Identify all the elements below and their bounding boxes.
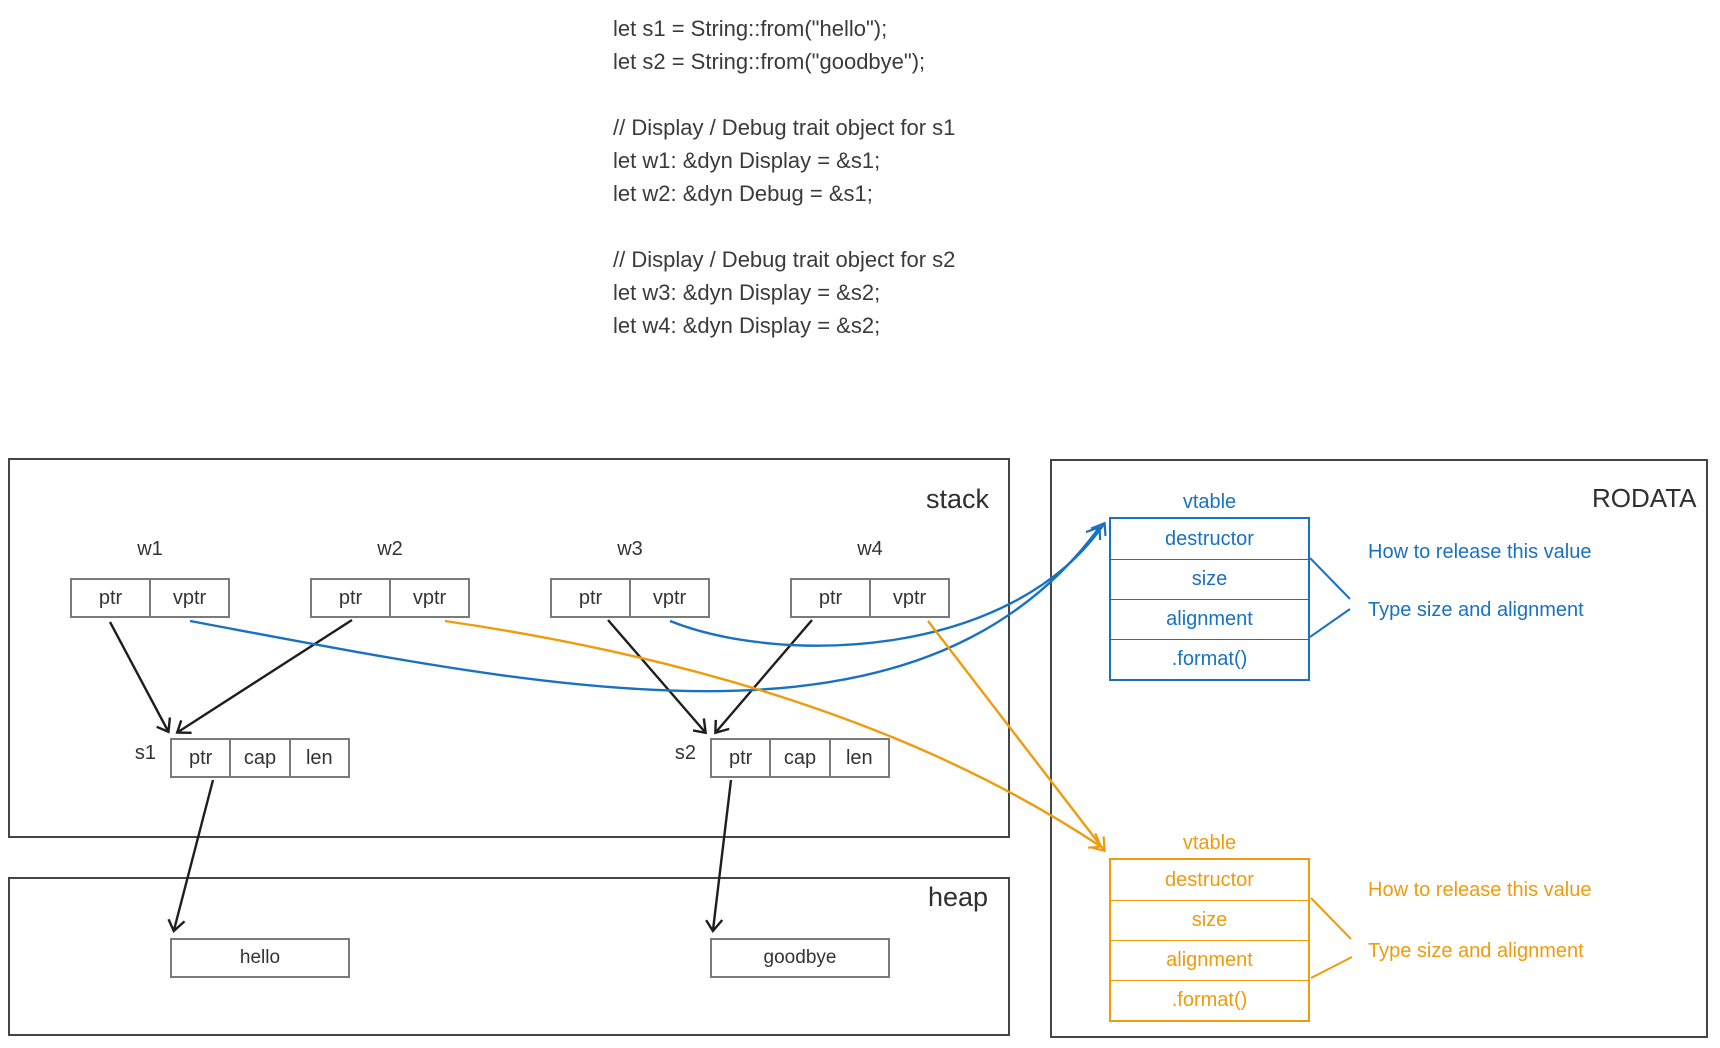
s1-string-header: ptr cap len xyxy=(170,738,350,778)
s1-ptr-cell: ptr xyxy=(188,746,213,769)
s1-len-cell: len xyxy=(288,740,348,776)
s2-len-cell: len xyxy=(828,740,888,776)
code-line: let s1 = String::from("hello"); xyxy=(613,16,888,41)
w4-vptr-cell: vptr xyxy=(869,580,948,616)
stack-label: stack xyxy=(926,484,990,514)
heap-label: heap xyxy=(928,882,989,912)
code-line: let w2: &dyn Debug = &s1; xyxy=(613,181,873,206)
vtable-1-title: vtable xyxy=(1182,491,1237,513)
code-line xyxy=(613,210,955,243)
s2-label: s2 xyxy=(674,742,696,764)
w1-ptr-cell: ptr xyxy=(98,586,123,609)
vtable-2-alignment-row: alignment xyxy=(1111,940,1308,980)
code-line: let w1: &dyn Display = &s1; xyxy=(613,148,881,173)
stack-region xyxy=(8,458,1010,838)
vtable-1: destructor size alignment .format() xyxy=(1109,517,1310,681)
code-line: let w3: &dyn Display = &s2; xyxy=(613,280,881,305)
vtable-2-annotation-size: Type size and alignment xyxy=(1368,940,1584,962)
vtable-1-destructor-row: destructor xyxy=(1165,527,1254,550)
w4-ptr-cell: ptr xyxy=(818,586,843,609)
s1-cap-cell: cap xyxy=(229,740,288,776)
vtable-1-size-row: size xyxy=(1111,559,1308,599)
w3-vptr-cell: vptr xyxy=(629,580,708,616)
vtable-1-format-row: .format() xyxy=(1111,639,1308,679)
heap-string-hello: hello xyxy=(170,938,350,978)
w1-fat-pointer: ptr vptr xyxy=(70,578,230,618)
code-line: let w4: &dyn Display = &s2; xyxy=(613,313,881,338)
w4-fat-pointer: ptr vptr xyxy=(790,578,950,618)
vtable-2-format-row: .format() xyxy=(1111,980,1308,1020)
w1-label: w1 xyxy=(137,538,163,560)
s2-ptr-cell: ptr xyxy=(728,746,753,769)
vtable-2-size-row: size xyxy=(1111,900,1308,940)
w3-ptr-cell: ptr xyxy=(578,586,603,609)
w3-label: w3 xyxy=(617,538,643,560)
code-line: // Display / Debug trait object for s2 xyxy=(613,247,956,272)
rodata-label: RODATA xyxy=(1592,483,1697,513)
w3-fat-pointer: ptr vptr xyxy=(550,578,710,618)
vtable-2-destructor-row: destructor xyxy=(1165,868,1254,891)
s1-label: s1 xyxy=(134,742,156,764)
vtable-2-title: vtable xyxy=(1182,832,1237,854)
vtable-1-alignment-row: alignment xyxy=(1111,599,1308,639)
w2-vptr-cell: vptr xyxy=(389,580,468,616)
code-block: let s1 = String::from("hello"); let s2 =… xyxy=(613,12,955,342)
vtable-2: destructor size alignment .format() xyxy=(1109,858,1310,1022)
s2-string-header: ptr cap len xyxy=(710,738,890,778)
w1-vptr-cell: vptr xyxy=(149,580,228,616)
w4-label: w4 xyxy=(857,538,883,560)
vtable-2-annotation-release: How to release this value xyxy=(1368,879,1592,901)
w2-label: w2 xyxy=(377,538,403,560)
w2-fat-pointer: ptr vptr xyxy=(310,578,470,618)
w2-ptr-cell: ptr xyxy=(338,586,363,609)
code-line: // Display / Debug trait object for s1 xyxy=(613,115,956,140)
heap-region xyxy=(8,877,1010,1036)
code-line: let s2 = String::from("goodbye"); xyxy=(613,49,926,74)
code-line xyxy=(613,78,955,111)
vtable-1-annotation-release: How to release this value xyxy=(1368,541,1592,563)
heap-string-goodbye: goodbye xyxy=(710,938,890,978)
s2-cap-cell: cap xyxy=(769,740,828,776)
vtable-1-annotation-size: Type size and alignment xyxy=(1368,599,1584,621)
